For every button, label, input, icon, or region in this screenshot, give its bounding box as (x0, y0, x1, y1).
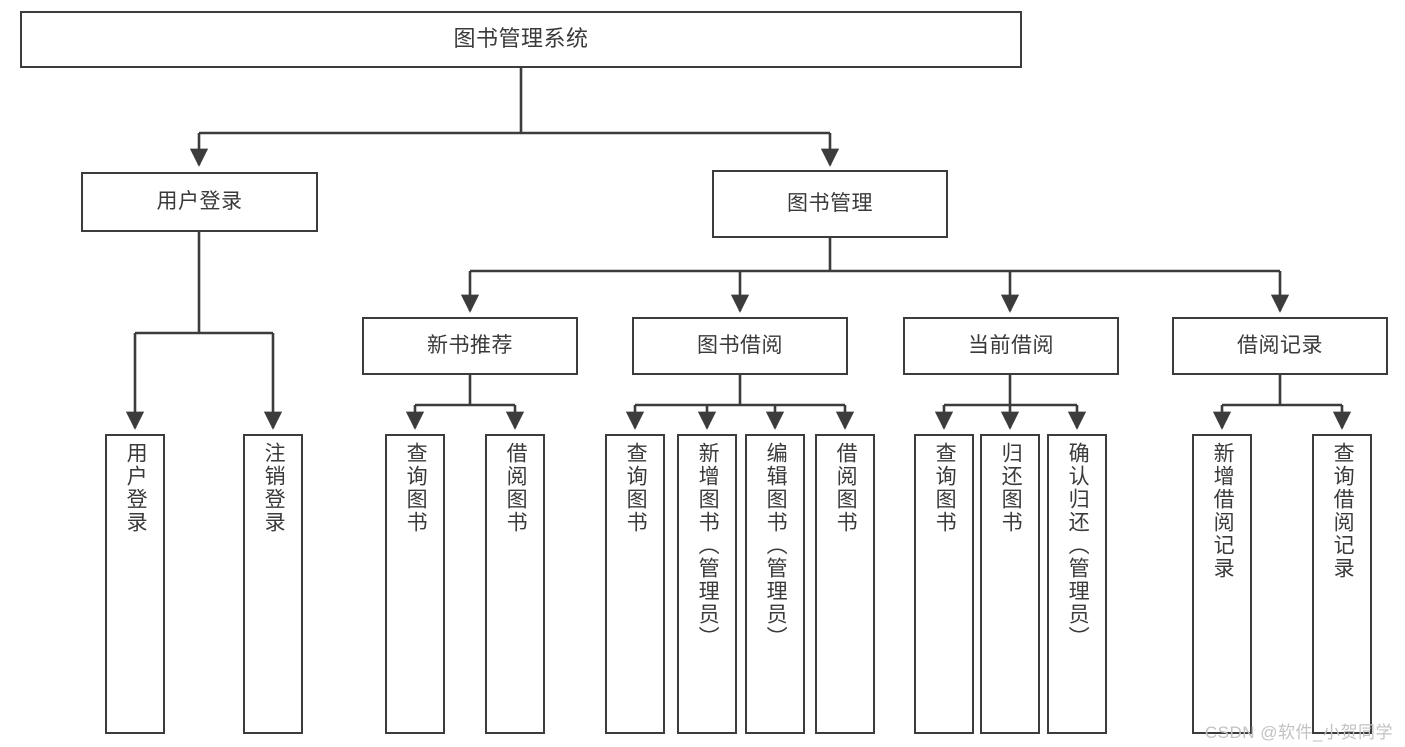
node-label: 借阅记录 (1237, 334, 1323, 358)
leaf-current-return-book[interactable]: 归还图书 (980, 434, 1040, 734)
node-label: 新书推荐 (427, 334, 513, 358)
leaf-borrow-borrow-book[interactable]: 借阅图书 (815, 434, 875, 734)
node-label: 借阅图书 (834, 442, 858, 534)
leaf-recommend-borrow-book[interactable]: 借阅图书 (485, 434, 545, 734)
node-book-borrow[interactable]: 图书借阅 (632, 317, 848, 375)
node-user-login[interactable]: 用户登录 (81, 172, 318, 232)
node-label: 图书管理 (787, 192, 873, 216)
node-label: 注销登录 (262, 442, 286, 534)
node-label: 用户登录 (156, 190, 243, 214)
node-label: 编辑图书（管理员） (764, 442, 788, 649)
node-root-system[interactable]: 图书管理系统 (20, 11, 1022, 68)
leaf-borrow-add-book-admin[interactable]: 新增图书（管理员） (677, 434, 737, 734)
leaf-borrow-edit-book-admin[interactable]: 编辑图书（管理员） (745, 434, 805, 734)
leaf-record-add-record[interactable]: 新增借阅记录 (1192, 434, 1252, 734)
node-label: 图书借阅 (697, 334, 783, 358)
leaf-borrow-query-book[interactable]: 查询图书 (605, 434, 665, 734)
node-label: 查询图书 (624, 442, 648, 534)
node-label: 归还图书 (999, 442, 1023, 534)
leaf-current-query-book[interactable]: 查询图书 (914, 434, 974, 734)
leaf-user-login-logout[interactable]: 注销登录 (243, 434, 303, 734)
node-label: 确认归还（管理员） (1066, 442, 1090, 649)
node-book-management[interactable]: 图书管理 (712, 170, 948, 238)
node-borrow-record[interactable]: 借阅记录 (1172, 317, 1388, 375)
node-label: 当前借阅 (968, 334, 1054, 358)
node-current-borrow[interactable]: 当前借阅 (903, 317, 1119, 375)
node-label: 查询借阅记录 (1331, 442, 1355, 580)
node-label: 新增图书（管理员） (696, 442, 720, 649)
csdn-watermark: CSDN @软件_小贺同学 (1204, 723, 1393, 742)
leaf-recommend-query-book[interactable]: 查询图书 (385, 434, 445, 734)
leaf-record-query-record[interactable]: 查询借阅记录 (1312, 434, 1372, 734)
node-new-book-recommend[interactable]: 新书推荐 (362, 317, 578, 375)
leaf-user-login-login[interactable]: 用户登录 (105, 434, 165, 734)
node-label: 查询图书 (933, 442, 957, 534)
node-label: 新增借阅记录 (1211, 442, 1235, 580)
node-label: 查询图书 (404, 442, 428, 534)
node-label: 借阅图书 (504, 442, 528, 534)
node-label: 用户登录 (124, 442, 148, 534)
node-label: 图书管理系统 (453, 26, 589, 52)
leaf-current-confirm-return-admin[interactable]: 确认归还（管理员） (1047, 434, 1107, 734)
